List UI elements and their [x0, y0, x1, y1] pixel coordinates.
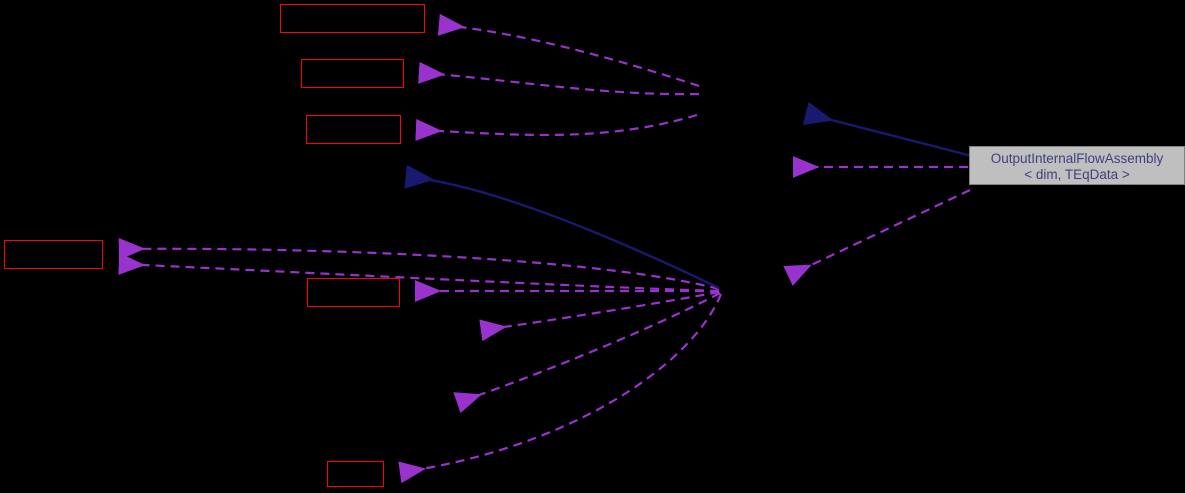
edge-main-to-node-1 — [437, 13, 700, 88]
edge-main-to-clipped-c — [783, 189, 971, 286]
edge-main-to-node-3 — [415, 113, 698, 141]
graph-node-4[interactable] — [4, 240, 103, 269]
graph-node-5[interactable] — [307, 278, 400, 307]
edge-main-to-clipped-a — [479, 290, 720, 342]
graph-node-2[interactable] — [301, 59, 404, 88]
edge-main-to-node-2 — [418, 61, 700, 96]
graph-node-1[interactable] — [280, 4, 425, 33]
graph-node-main-line2: < dim, TEqData > — [1024, 167, 1130, 182]
graph-node-3[interactable] — [306, 115, 401, 144]
graph-node-6[interactable] — [327, 461, 384, 487]
edge-inherit-up — [802, 101, 973, 158]
edge-main-to-node-4a — [118, 238, 720, 291]
graph-node-main-line1: OutputInternalFlowAssembly — [990, 151, 1164, 166]
edge-main-to-node-6 — [398, 293, 723, 484]
edge-inherit-left — [404, 164, 720, 290]
graph-node-main[interactable]: OutputInternalFlowAssembly < dim, TEqDat… — [969, 146, 1185, 185]
edge-main-to-node-4b — [118, 252, 720, 293]
edge-main-to-clipped-b — [453, 292, 721, 414]
